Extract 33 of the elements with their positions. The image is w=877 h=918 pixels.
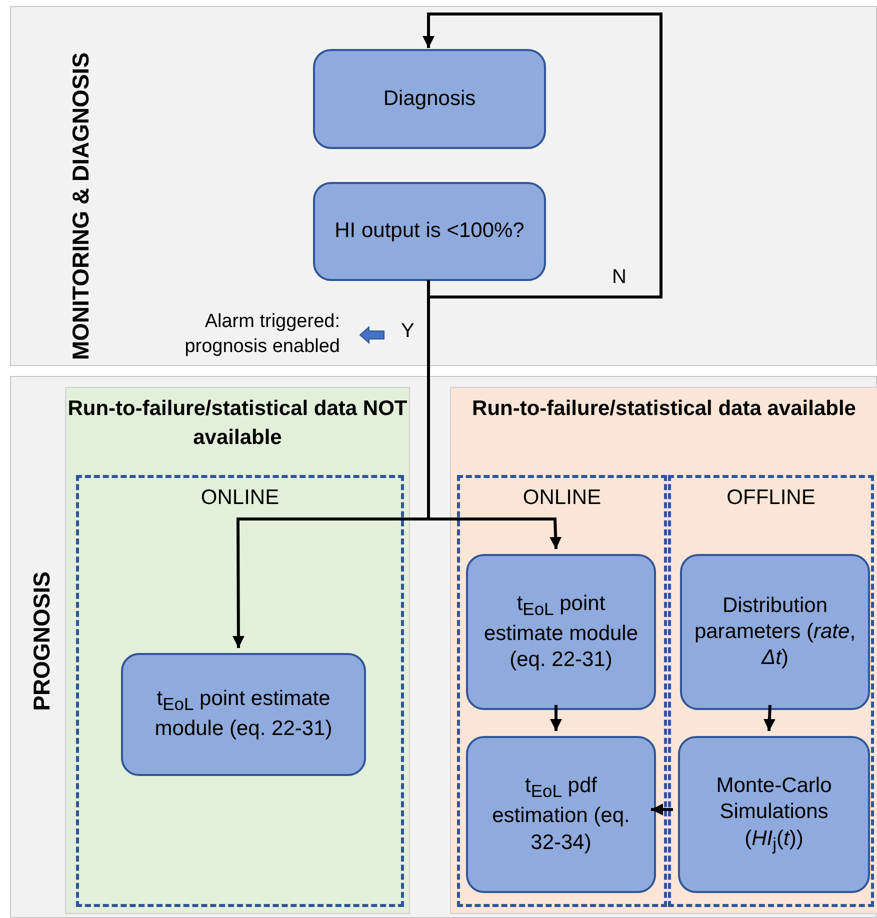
process-box <box>466 554 656 710</box>
connector-arrow <box>550 705 562 731</box>
connector-arrow <box>422 12 662 298</box>
note-text: Alarm triggered: prognosis enabled <box>184 310 340 359</box>
section-band <box>10 376 877 918</box>
condition-panel <box>450 387 877 914</box>
group-heading: OFFLINE <box>726 486 816 510</box>
dashed-group-frame <box>457 475 667 907</box>
section-band <box>10 6 877 366</box>
condition-panel <box>65 387 410 914</box>
process-box <box>121 653 366 776</box>
box-text: t$_{EoL}$ point estimate module (eq. 22-31) <box>154 686 334 742</box>
panel-heading: Run-to-failure/statistical data available <box>471 396 857 422</box>
section-title: PROGNOSIS <box>28 572 54 711</box>
connector-arrow <box>651 804 673 816</box>
box-text: Diagnosis <box>383 86 476 112</box>
box-text: Monte-Carlo Simulations (HI$_{j}$(t)) <box>715 773 833 856</box>
section-title: MONITORING & DIAGNOSIS <box>68 52 94 360</box>
process-box <box>678 736 870 893</box>
box-text: t$_{EoL}$ point estimate module (eq. 22-31) <box>482 590 640 674</box>
group-heading: ONLINE <box>200 486 280 510</box>
process-box <box>313 49 546 149</box>
box-text: t$_{EoL}$ pdf estimation (eq. 32-34) <box>491 773 631 856</box>
process-box <box>680 554 870 710</box>
panel-heading: Run-to-failure/statistical data NOT available <box>66 396 408 452</box>
connector-arrow <box>763 704 776 732</box>
box-text: Distribution parameters (rate, Δt) <box>693 592 857 672</box>
process-box <box>313 182 546 281</box>
dashed-group-frame <box>668 475 874 907</box>
box-text: HI output is <100%? <box>334 218 524 244</box>
group-heading: ONLINE <box>522 486 602 510</box>
dashed-group-frame <box>76 475 404 907</box>
process-box <box>466 736 656 893</box>
